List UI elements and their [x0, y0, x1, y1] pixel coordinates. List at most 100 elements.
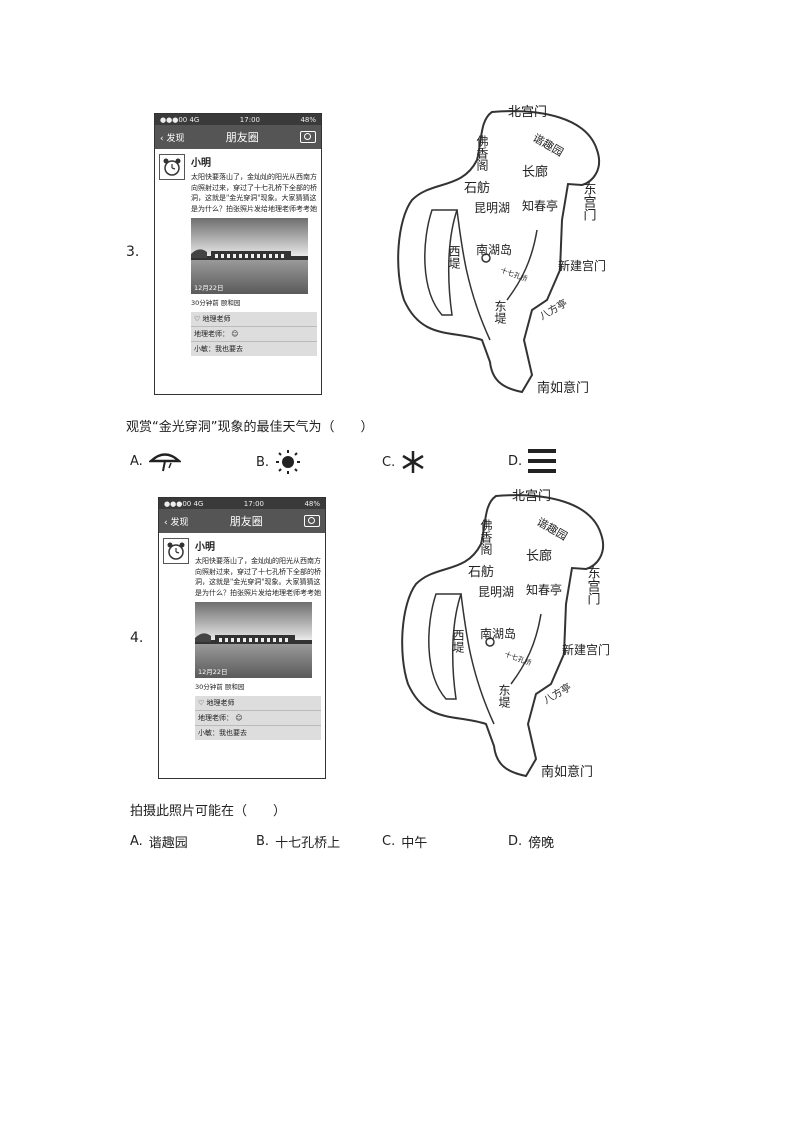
question-text: 观赏“金光穿洞”现象的最佳天气为（ ）	[126, 420, 374, 435]
back-label: 发现	[170, 517, 189, 528]
like-row: ♡ 地理老师	[191, 312, 317, 327]
post-text: 太阳快要落山了，金灿灿的阳光从西南方向照射过来，穿过了十七孔桥下全部的桥洞，这就…	[191, 173, 317, 213]
nav-bar: ‹ 发现 朋友圈	[155, 125, 321, 149]
option-b[interactable]: B. 十七孔桥上	[256, 832, 340, 851]
like-row: ♡ 地理老师	[195, 696, 321, 711]
summer-palace-map: 北宫门 佛香阁 谐趣园 长廊 石舫 东宫门 昆明湖 知春亭 西堤 南湖岛 十七孔…	[401, 489, 610, 780]
page-title: 朋友圈	[225, 131, 259, 144]
option-a[interactable]: A.	[130, 450, 181, 472]
back-label: 发现	[166, 133, 185, 144]
comment-row[interactable]: 地理老师： ☺	[195, 711, 321, 726]
map-label: 知春亭	[526, 582, 562, 597]
post-meta: 30分钟前 颐和园	[191, 299, 241, 307]
post-meta: 30分钟前 颐和园	[195, 683, 245, 691]
map-label: 知春亭	[522, 198, 558, 213]
like-user[interactable]: 地理老师	[202, 315, 231, 323]
option-d[interactable]: D.	[508, 447, 557, 475]
signal-indicator: ●●●00 4G	[160, 115, 200, 124]
map-label: 北宫门	[508, 105, 547, 120]
map-label: 八方亭	[537, 296, 569, 322]
bridge-silhouette	[195, 633, 312, 644]
map-label: 西堤	[451, 629, 465, 653]
bridge-photo[interactable]: 12月22日	[191, 218, 308, 294]
map-label: 石舫	[464, 180, 490, 196]
moment-post: 小明 太阳快要落山了，金灿灿的阳光从西南方向照射过来，穿过了十七孔桥下全部的桥洞…	[159, 533, 325, 691]
emoji-icon: ☺	[235, 714, 243, 722]
avatar[interactable]	[159, 154, 185, 180]
comment-row[interactable]: 小敏：我也要去	[194, 345, 243, 353]
option-b[interactable]: B.	[256, 450, 301, 474]
comment-row[interactable]: 小敏：我也要去	[198, 729, 247, 737]
option-label: B.	[256, 834, 270, 849]
option-label: A.	[130, 453, 143, 469]
map-label: 北宫门	[512, 489, 551, 504]
map-label: 东堤	[493, 300, 507, 324]
option-text: 谐趣园	[148, 836, 188, 851]
option-label: D.	[508, 453, 523, 469]
photo-date: 12月22日	[198, 668, 228, 676]
option-label: C.	[382, 454, 396, 470]
bridge-photo[interactable]: 12月22日	[195, 602, 312, 678]
user-name[interactable]: 小明	[195, 542, 215, 553]
map-label: 佛香阁	[479, 519, 493, 556]
nav-bar: ‹ 发现 朋友圈	[159, 509, 325, 533]
page-title: 朋友圈	[229, 515, 263, 528]
option-c[interactable]: C.	[382, 450, 425, 474]
sun-icon	[276, 450, 301, 474]
like-user[interactable]: 地理老师	[206, 699, 235, 707]
status-bar: ●●●00 4G 17:00 48%	[155, 114, 321, 125]
option-label: B.	[256, 454, 270, 470]
likes-comments: ♡ 地理老师 地理老师： ☺ 小敏：我也要去	[195, 696, 321, 740]
map-label: 十七孔桥	[499, 265, 528, 283]
option-text: 中午	[401, 836, 428, 851]
camera-icon[interactable]	[299, 131, 316, 143]
map-label: 昆明湖	[478, 584, 514, 599]
status-time: 17:00	[239, 115, 260, 124]
map-label: 新建宫门	[562, 642, 610, 657]
map-label: 佛香阁	[475, 135, 489, 172]
option-d[interactable]: D. 傍晚	[508, 832, 554, 851]
battery-indicator: 48%	[300, 115, 316, 124]
alarm-clock-icon	[167, 542, 185, 560]
map-label: 长廊	[522, 164, 548, 180]
option-label: A.	[130, 834, 143, 849]
map-label: 谐趣园	[531, 130, 567, 159]
map-label: 谐趣园	[535, 514, 571, 543]
map-label: 新建宫门	[558, 258, 606, 273]
photo-date: 12月22日	[194, 284, 224, 292]
back-button[interactable]: ‹ 发现	[164, 517, 189, 528]
alarm-clock-icon	[163, 158, 181, 176]
question-text: 拍摄此照片可能在（ ）	[130, 804, 287, 819]
option-text: 十七孔桥上	[275, 836, 341, 851]
option-label: D.	[508, 834, 523, 849]
question-number: 4.	[130, 630, 144, 646]
map-label: 东宫门	[585, 566, 601, 605]
snow-icon	[402, 451, 424, 473]
avatar[interactable]	[163, 538, 189, 564]
map-label: 昆明湖	[474, 200, 510, 215]
post-text: 太阳快要落山了，金灿灿的阳光从西南方向照射过来，穿过了十七孔桥下全部的桥洞，这就…	[195, 557, 321, 597]
map-label: 南湖岛	[480, 626, 516, 641]
option-label: C.	[382, 834, 396, 849]
user-name[interactable]: 小明	[191, 158, 211, 169]
map-label: 十七孔桥	[503, 649, 532, 667]
map-label: 西堤	[447, 245, 461, 269]
option-text: 傍晚	[528, 836, 555, 851]
phone-screenshot: ●●●00 4G 17:00 48% ‹ 发现 朋友圈 小明 太阳快要落山了，金…	[154, 113, 322, 395]
map-label: 南如意门	[537, 380, 589, 396]
comment-row[interactable]: 地理老师： ☺	[191, 327, 317, 342]
map-label: 石舫	[468, 564, 494, 580]
rain-umbrella-icon	[148, 453, 181, 472]
emoji-icon: ☺	[231, 330, 239, 338]
camera-icon[interactable]	[303, 515, 320, 527]
summer-palace-map: 北宫门 佛香阁 谐趣园 长廊 石舫 东宫门 昆明湖 知春亭 西堤 南湖岛 十七孔…	[397, 105, 606, 396]
moment-post: 小明 太阳快要落山了，金灿灿的阳光从西南方向照射过来，穿过了十七孔桥下全部的桥洞…	[155, 149, 321, 307]
signal-indicator: ●●●00 4G	[164, 499, 204, 508]
map-label: 长廊	[526, 548, 552, 564]
status-time: 17:00	[243, 499, 264, 508]
likes-comments: ♡ 地理老师 地理老师： ☺ 小敏：我也要去	[191, 312, 317, 356]
back-button[interactable]: ‹ 发现	[160, 133, 185, 144]
option-c[interactable]: C. 中午	[382, 832, 427, 851]
option-a[interactable]: A. 谐趣园	[130, 832, 188, 851]
phone-screenshot: ●●●00 4G 17:00 48% ‹ 发现 朋友圈 小明 太阳快要落山了，金…	[158, 497, 326, 779]
